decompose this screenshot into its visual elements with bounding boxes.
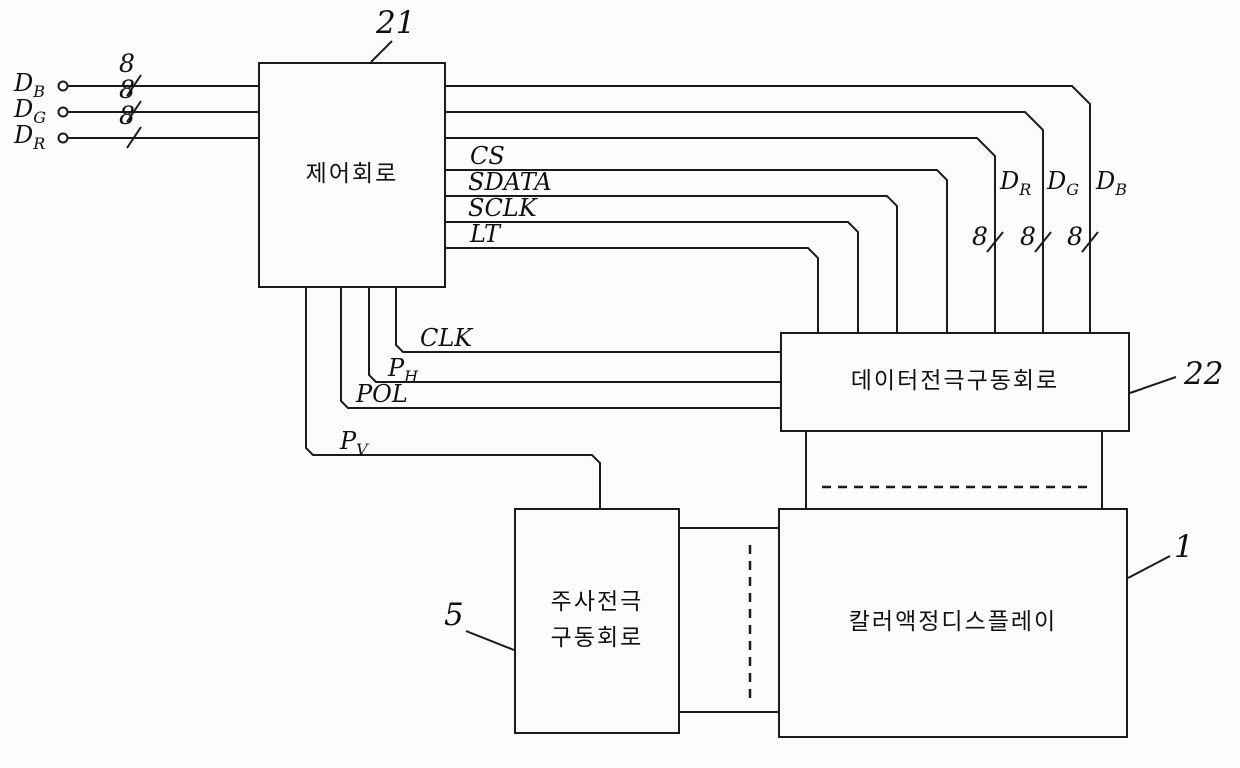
bus-label-db-base: D	[1096, 167, 1116, 195]
signal-label-cs: CS	[470, 142, 505, 170]
terminal-dg	[57, 106, 69, 118]
bus-label-dg-sub: G	[1066, 179, 1080, 199]
input-label-db-sub: B	[33, 81, 46, 101]
leader-ref-1	[1127, 555, 1171, 579]
bus-slash-db-right	[1081, 231, 1099, 253]
bus-width-db-left: 8	[119, 49, 135, 78]
bus-label-dg-right: DG	[1047, 168, 1079, 198]
color-lcd-label: 칼러액정디스플레이	[848, 609, 1058, 636]
bus-slash-dr-left	[126, 126, 142, 149]
leader-ref-21	[370, 40, 393, 63]
bus-width-dr-left: 8	[119, 101, 135, 130]
input-label-dr-sub: R	[33, 133, 46, 153]
bus-width-db-right: 8	[1067, 222, 1083, 251]
input-label-dr: DR	[14, 122, 45, 152]
input-label-db-base: D	[14, 69, 34, 97]
bus-slash-dg-left	[126, 100, 142, 123]
ref-numeral-5: 5	[444, 597, 464, 633]
bus-slash-dg-right	[1034, 231, 1052, 253]
scan-electrode-driver-label-line1: 주사전극	[550, 589, 644, 616]
input-label-dr-base: D	[14, 121, 34, 149]
signal-label-clk: CLK	[420, 324, 473, 352]
scan-electrode-driver-label-line2: 구동회로	[550, 625, 644, 651]
data-electrode-driver-label: 데이터전극구동회로	[850, 368, 1060, 395]
bus-line-dg	[446, 111, 1044, 334]
signal-label-ph: PH	[388, 355, 418, 385]
bus-label-dr-sub: R	[1019, 179, 1032, 199]
signal-line-pol	[340, 288, 782, 409]
input-label-db: DB	[14, 70, 45, 100]
bus-slash-db-left	[126, 74, 142, 97]
signal-label-pv-base: P	[340, 427, 357, 455]
color-lcd-block: 칼러액정디스플레이	[778, 508, 1128, 738]
signal-line-sdata	[446, 195, 898, 334]
signal-label-sdata: SDATA	[468, 168, 552, 196]
bus-label-dr-right: DR	[1000, 168, 1031, 198]
input-label-dg: DG	[14, 96, 46, 126]
signal-label-pol: POL	[356, 380, 408, 408]
signal-line-ph	[368, 288, 782, 383]
input-label-dg-base: D	[14, 95, 34, 123]
bus-label-db-right: DB	[1096, 168, 1127, 198]
bus-line-dr	[446, 137, 996, 334]
signal-label-pv-sub: V	[356, 439, 368, 459]
terminal-dr	[57, 132, 69, 144]
leader-ref-5	[465, 630, 515, 651]
signal-line-clk	[395, 288, 782, 353]
data-electrode-driver-block: 데이터전극구동회로	[780, 332, 1130, 432]
bus-line-db	[446, 85, 1091, 334]
bus-width-dg-left: 8	[119, 75, 135, 104]
terminal-db	[57, 80, 69, 92]
ref-numeral-21: 21	[376, 5, 416, 41]
signal-label-ph-sub: H	[404, 366, 419, 386]
signal-label-pv: PV	[340, 428, 368, 458]
bus-label-dg-base: D	[1047, 167, 1067, 195]
bus-label-db-sub: B	[1115, 179, 1128, 199]
signal-line-pv	[305, 288, 601, 510]
scan-electrode-driver-block: 주사전극 구동회로	[514, 508, 680, 734]
ref-numeral-22: 22	[1184, 356, 1224, 392]
signal-label-ph-base: P	[388, 354, 405, 382]
ref-numeral-1: 1	[1174, 529, 1194, 565]
leader-ref-22	[1129, 376, 1177, 394]
signal-line-sclk	[446, 221, 859, 334]
input-label-dg-sub: G	[33, 107, 47, 127]
signal-label-lt: LT	[470, 220, 500, 248]
control-circuit-block: 제어회로	[258, 62, 446, 288]
bus-label-dr-base: D	[1000, 167, 1020, 195]
signal-line-lt	[446, 247, 819, 334]
bus-slash-dr-right	[986, 231, 1004, 253]
bus-width-dr-right: 8	[972, 222, 988, 251]
signal-label-sclk: SCLK	[468, 194, 537, 222]
signal-line-cs	[446, 169, 948, 334]
control-circuit-label: 제어회로	[305, 161, 399, 188]
bus-width-dg-right: 8	[1020, 222, 1036, 251]
